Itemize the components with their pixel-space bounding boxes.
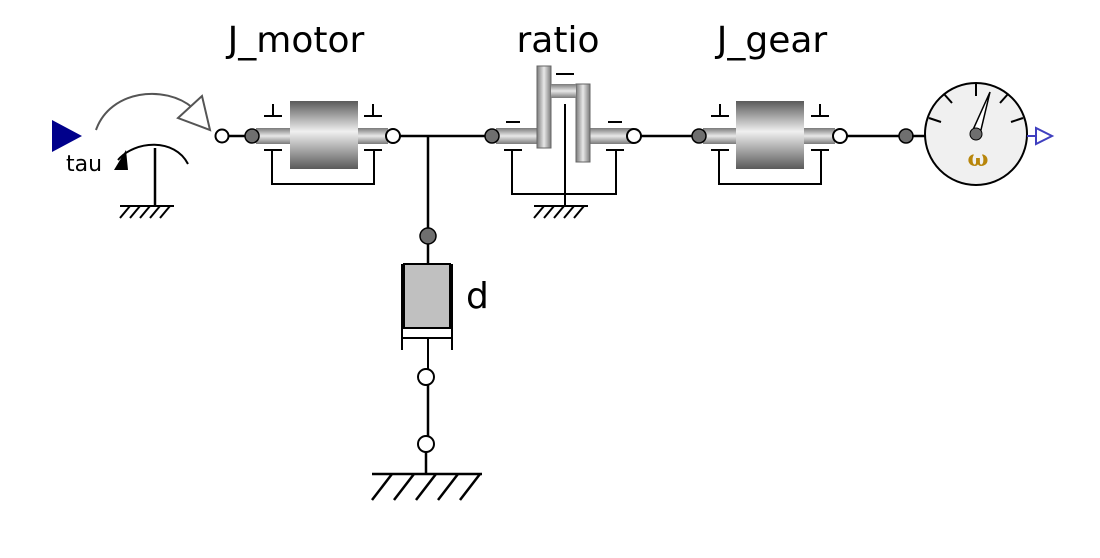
ratio-label: ratio — [516, 20, 599, 61]
fixed-ground[interactable] — [371, 435, 482, 501]
inertia-j-gear[interactable]: J_gear — [691, 20, 848, 185]
sensor-output-arrow-icon[interactable] — [1035, 126, 1055, 146]
ideal-gear-ratio[interactable]: ratio — [484, 20, 642, 219]
torque-arc — [95, 92, 194, 131]
damper-cylinder-icon — [401, 264, 453, 370]
torque-ground-icon — [119, 205, 174, 219]
torque-flange-icon[interactable] — [214, 128, 230, 144]
ratio-ground-icon — [533, 205, 588, 219]
damper-flange-a-icon[interactable] — [419, 227, 437, 245]
fixed-ground-icon — [371, 472, 482, 501]
j-motor-cylinder — [290, 101, 358, 169]
sensor-hub-icon — [969, 127, 983, 141]
j-motor-flange-b-icon[interactable] — [385, 128, 401, 144]
damper-d[interactable]: d — [401, 227, 489, 386]
j-gear-label: J_gear — [715, 20, 828, 61]
j-motor-label: J_motor — [226, 20, 365, 61]
j-gear-flange-b-icon[interactable] — [832, 128, 848, 144]
sensor-scale-icon — [928, 84, 1024, 123]
sensor-omega-label: ω — [968, 146, 989, 172]
damper-piston — [403, 263, 451, 329]
j-motor-bearing-icon — [264, 104, 382, 185]
speed-sensor[interactable]: ω — [898, 82, 1055, 186]
torque-input-arrow-icon — [52, 120, 82, 152]
sensor-flange-icon[interactable] — [898, 128, 914, 144]
ratio-gear-small — [575, 83, 591, 163]
j-gear-bearing-icon — [711, 104, 829, 185]
ratio-flange-a-icon[interactable] — [484, 128, 500, 144]
reaction-arrowhead-icon — [114, 150, 128, 170]
damper-flange-b-icon[interactable] — [417, 368, 435, 386]
ratio-gear-large — [536, 65, 552, 149]
torque-input-label: tau — [66, 152, 102, 177]
torque-source[interactable]: tau — [52, 92, 230, 219]
reaction-arc — [117, 143, 189, 165]
ratio-output-shaft — [590, 128, 634, 144]
j-motor-flange-a-icon[interactable] — [244, 128, 260, 144]
inertia-j-motor[interactable]: J_motor — [226, 20, 401, 185]
fixed-flange-icon[interactable] — [417, 435, 435, 453]
ratio-support-icon — [504, 73, 624, 206]
ratio-flange-b-icon[interactable] — [626, 128, 642, 144]
ratio-gear-bridge — [551, 84, 576, 98]
j-gear-cylinder — [736, 101, 804, 169]
j-gear-flange-a-icon[interactable] — [691, 128, 707, 144]
connections — [229, 134, 900, 438]
ratio-input-shaft — [496, 128, 540, 144]
torque-arrowhead-icon — [176, 94, 212, 132]
damper-label: d — [466, 276, 489, 317]
